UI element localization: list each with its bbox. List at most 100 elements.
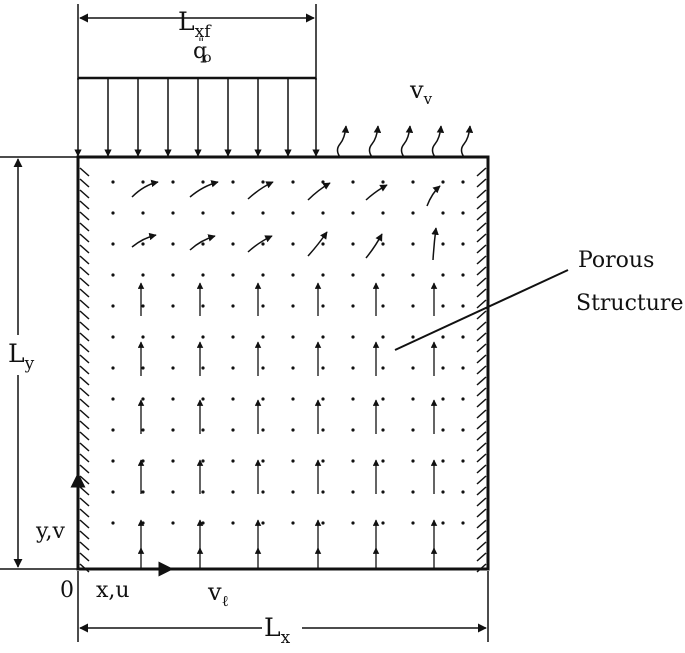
dot: [171, 397, 175, 401]
dot: [111, 304, 115, 308]
hatch-mark: [476, 552, 487, 562]
dot: [321, 335, 325, 339]
vapor-velocity-label: vv: [409, 76, 433, 108]
dot: [231, 304, 235, 308]
dot: [411, 335, 415, 339]
dot: [411, 211, 415, 215]
hatch-mark: [79, 321, 90, 331]
dot: [351, 273, 355, 277]
vapor-exit-arrow: [336, 125, 350, 158]
dot: [461, 242, 465, 246]
dot: [381, 521, 385, 525]
dot: [461, 273, 465, 277]
vapor-exit-arrows: [336, 125, 474, 158]
dot: [411, 304, 415, 308]
vapor-flow-arrow: [189, 234, 216, 251]
dot: [231, 335, 235, 339]
dot: [291, 397, 295, 401]
dot: [411, 180, 415, 184]
dot: [141, 366, 145, 370]
hatch-mark: [79, 387, 90, 397]
dot: [201, 273, 205, 277]
vapor-flow-arrow: [247, 235, 273, 253]
dot: [141, 397, 145, 401]
dot: [441, 490, 445, 494]
dot: [351, 428, 355, 432]
dot: [201, 180, 205, 184]
hatch-mark: [79, 541, 90, 551]
dot: [231, 428, 235, 432]
hatch-mark: [79, 365, 90, 375]
hatch-mark: [476, 442, 487, 452]
y-axis-label: y,v: [35, 519, 66, 544]
origin-label: 0: [60, 578, 74, 603]
dot: [411, 366, 415, 370]
hatch-mark: [476, 563, 487, 573]
dot: [461, 397, 465, 401]
dot: [291, 211, 295, 215]
dot: [381, 304, 385, 308]
hatch-mark: [476, 409, 487, 419]
dot: [321, 428, 325, 432]
right-wall-hatching: [476, 167, 487, 573]
hatch-mark: [476, 178, 487, 188]
dot: [201, 490, 205, 494]
dot: [381, 211, 385, 215]
hatch-mark: [476, 244, 487, 254]
dot: [291, 335, 295, 339]
dot: [381, 397, 385, 401]
dot: [321, 211, 325, 215]
lxf-label: Lxf: [178, 7, 212, 42]
dot: [441, 366, 445, 370]
porous-callout-leader: [394, 269, 569, 351]
dot: [171, 366, 175, 370]
dot: [441, 521, 445, 525]
dot: [291, 304, 295, 308]
dot: [261, 366, 265, 370]
coordinate-axes: [70, 472, 174, 577]
vapor-flow-arrow: [431, 227, 439, 261]
dot: [141, 521, 145, 525]
dot: [351, 397, 355, 401]
hatch-mark: [79, 376, 90, 386]
hatch-mark: [79, 508, 90, 518]
hatch-mark: [79, 266, 90, 276]
hatch-mark: [476, 387, 487, 397]
hatch-mark: [79, 442, 90, 452]
vapor-flow-arrow: [131, 179, 159, 198]
dot: [351, 180, 355, 184]
dot: [171, 521, 175, 525]
dot: [411, 397, 415, 401]
dot: [231, 459, 235, 463]
hatch-mark: [476, 431, 487, 441]
hatch-mark: [476, 167, 487, 177]
dot: [111, 397, 115, 401]
hatch-mark: [79, 233, 90, 243]
vapor-flow-arrows: [131, 179, 441, 261]
hatch-mark: [79, 211, 90, 221]
dot: [171, 459, 175, 463]
ly-label: Ly: [8, 339, 35, 374]
hatch-mark: [79, 167, 90, 177]
dot: [111, 335, 115, 339]
hatch-mark: [79, 475, 90, 485]
dot: [141, 180, 145, 184]
dot: [351, 521, 355, 525]
dot: [321, 366, 325, 370]
hatch-mark: [79, 409, 90, 419]
dot: [461, 459, 465, 463]
hatch-mark: [476, 266, 487, 276]
hatch-mark: [79, 497, 90, 507]
hatch-mark: [476, 222, 487, 232]
dot: [441, 428, 445, 432]
hatch-mark: [79, 299, 90, 309]
hatch-mark: [79, 552, 90, 562]
vapor-exit-arrow: [400, 125, 414, 158]
hatch-mark: [476, 332, 487, 342]
dot: [141, 335, 145, 339]
dot: [441, 180, 445, 184]
hatch-mark: [79, 453, 90, 463]
hatch-mark: [476, 365, 487, 375]
domain-box: [76, 155, 490, 571]
